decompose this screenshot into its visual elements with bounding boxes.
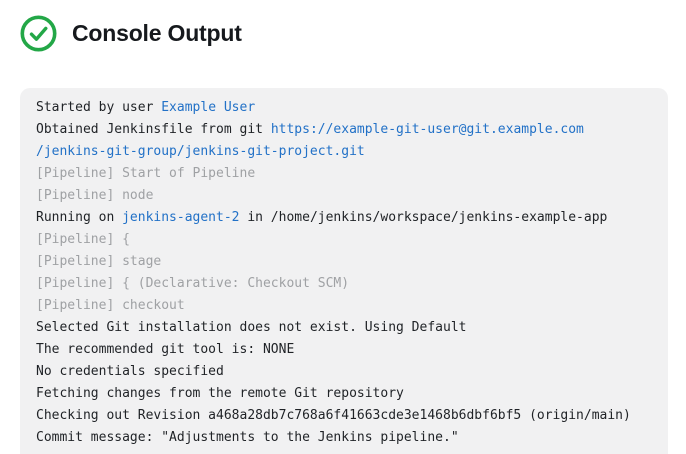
console-line: Commit message: "Adjustments to the Jenk… (36, 427, 652, 449)
console-link[interactable]: Example User (161, 100, 256, 115)
console-text: Obtained Jenkinsfile from git (36, 122, 271, 137)
console-text: [Pipeline] stage (36, 254, 162, 269)
console-text: Started by user (36, 100, 162, 115)
console-text: [Pipeline] Start of Pipeline (36, 166, 256, 181)
console-text: in /home/jenkins/workspace/jenkins-examp… (239, 210, 608, 225)
console-text: Fetching changes from the remote Git rep… (36, 386, 404, 401)
console-line: Obtained Jenkinsfile from git https://ex… (36, 119, 652, 141)
console-line: Checking out Revision a468a28db7c768a6f4… (36, 405, 652, 427)
console-line: Selected Git installation does not exist… (36, 317, 652, 339)
console-line: [Pipeline] stage (36, 251, 652, 273)
console-line: [Pipeline] { (Declarative: Checkout SCM) (36, 273, 652, 295)
console-text: [Pipeline] { (36, 232, 130, 247)
console-text: Selected Git installation does not exist… (36, 320, 467, 335)
console-text: No credentials specified (36, 364, 224, 379)
console-line: [Pipeline] checkout (36, 295, 652, 317)
console-line: [Pipeline] Start of Pipeline (36, 163, 652, 185)
console-text: Checking out Revision a468a28db7c768a6f4… (36, 408, 631, 423)
console-text: The recommended git tool is: NONE (36, 342, 295, 357)
console-link[interactable]: https://example-git-user@git.example.com (270, 122, 584, 137)
console-link[interactable]: /jenkins-git-group/jenkins-git-project.g… (36, 144, 365, 159)
console-line: [Pipeline] { (36, 229, 652, 251)
console-text: [Pipeline] checkout (36, 298, 185, 313)
console-line: [Pipeline] node (36, 185, 652, 207)
console-text: Commit message: "Adjustments to the Jenk… (36, 430, 459, 445)
console-link[interactable]: jenkins-agent-2 (122, 210, 240, 225)
console-text: Running on (36, 210, 123, 225)
console-line: No credentials specified (36, 361, 652, 383)
console-text: [Pipeline] { (Declarative: Checkout SCM) (36, 276, 350, 291)
console-line: Fetching changes from the remote Git rep… (36, 383, 652, 405)
console-line: /jenkins-git-group/jenkins-git-project.g… (36, 141, 652, 163)
console-text: [Pipeline] node (36, 188, 154, 203)
console-line: The recommended git tool is: NONE (36, 339, 652, 361)
check-circle-icon (20, 14, 57, 52)
console-line: Started by user Example User (36, 97, 652, 119)
console-line: Running on jenkins-agent-2 in /home/jenk… (36, 207, 652, 229)
page-title: Console Output (72, 19, 242, 46)
console-output-header: Console Output (20, 13, 242, 53)
